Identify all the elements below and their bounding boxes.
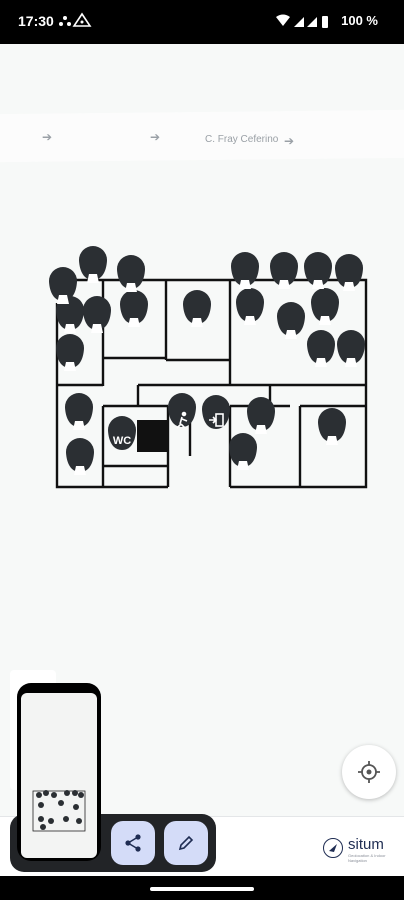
thumbnail-floor-plan [32, 790, 86, 832]
running-person-icon [176, 411, 188, 429]
street-name: C. Fray Ceferino [205, 134, 279, 145]
street-direction-arrow-icon: ➔ [284, 134, 295, 148]
status-notification-icons [58, 12, 98, 31]
pencil-icon [178, 835, 194, 851]
exit-door-icon [209, 413, 224, 427]
notification-icons [59, 12, 92, 27]
share-icon [125, 834, 141, 852]
street-direction-arrow-icon: ➔ [150, 130, 161, 144]
locate-me-button[interactable] [342, 745, 396, 799]
signal-wifi-icons [276, 14, 328, 28]
wc-label: WC [113, 435, 131, 447]
brand-name: situm [348, 836, 384, 853]
street-direction-arrow-icon: ➔ [42, 130, 53, 144]
home-gesture-handle[interactable] [150, 887, 254, 891]
battery-percent: 100 % [341, 13, 378, 28]
brand-tagline: Geolocation & Indoor Navigation [348, 853, 386, 863]
situm-logo-icon [323, 838, 343, 858]
gps-crosshair-icon [358, 761, 380, 783]
cone-icons [57, 274, 357, 475]
share-button[interactable] [111, 821, 155, 865]
status-bar: 17:30 100 % [0, 0, 404, 44]
edit-button[interactable] [164, 821, 208, 865]
status-time: 17:30 [18, 13, 54, 29]
elevator-block [137, 420, 167, 452]
screenshot-thumbnail-screen [21, 693, 97, 858]
